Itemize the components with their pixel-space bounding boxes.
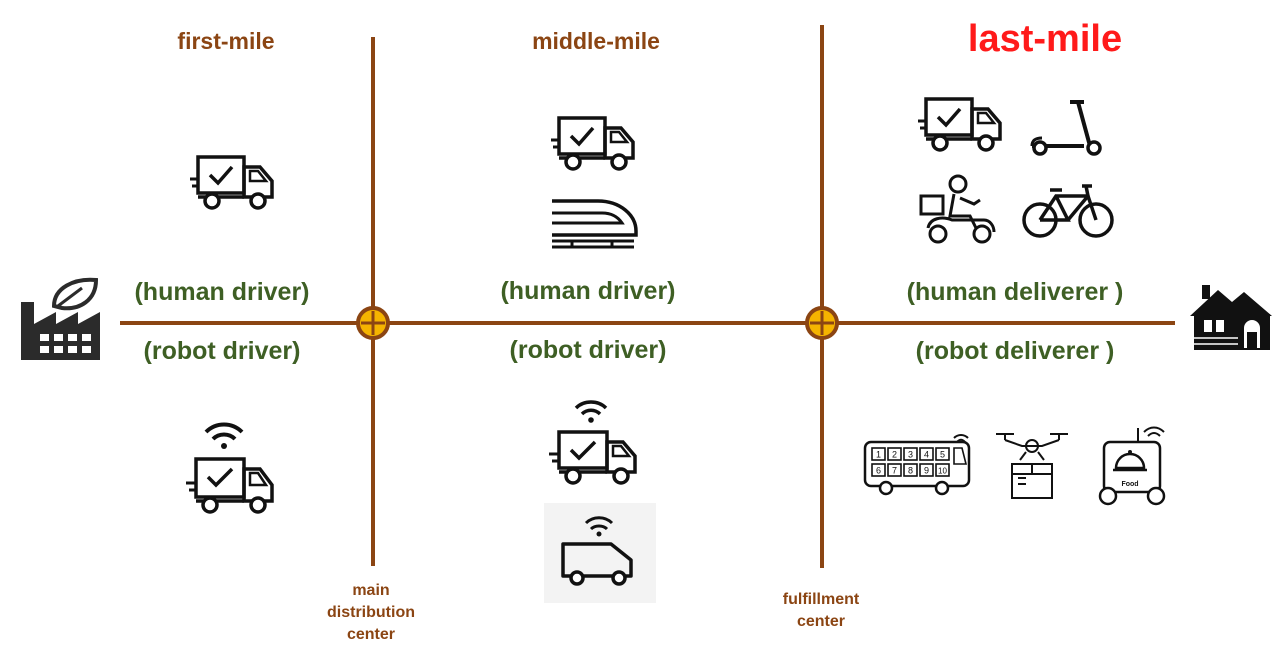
label-main-distribution-center: main distribution center [327, 582, 415, 643]
autonomous-truck-icon [549, 430, 637, 485]
locker-number: 4 [924, 450, 929, 460]
robot-label: Food [1121, 481, 1138, 488]
food-robot-icon: Food [1098, 426, 1166, 506]
scooter-icon [1030, 100, 1102, 156]
locker-number: 1 [876, 450, 881, 460]
role-last-human: (human deliverer ) [906, 278, 1124, 306]
locker-number: 10 [938, 467, 947, 476]
locker-bus-icon: 1 2 3 4 5 6 7 8 9 10 [863, 434, 971, 496]
node-fulfillment-center [805, 306, 839, 340]
locker-number: 9 [924, 466, 929, 476]
bicycle-icon [1022, 184, 1114, 238]
truck-icon [190, 155, 274, 210]
factory-icon [21, 277, 100, 360]
locker-number: 6 [876, 466, 881, 476]
train-icon [552, 199, 638, 249]
role-last-robot: (robot deliverer ) [915, 337, 1115, 365]
role-middle-human: (human driver) [500, 277, 676, 305]
role-middle-robot: (robot driver) [509, 336, 667, 364]
delivery-moped-icon [919, 174, 996, 244]
stage-title-middle-mile: middle-mile [532, 28, 660, 54]
locker-number: 3 [908, 450, 913, 460]
locker-number: 7 [892, 466, 897, 476]
role-first-human: (human driver) [134, 278, 310, 306]
node-main-distribution-center [356, 306, 390, 340]
label-fulfillment-center: fulfillment center [782, 591, 860, 630]
house-icon [1190, 285, 1272, 350]
locker-number: 2 [892, 450, 897, 460]
wifi-icon [584, 516, 614, 537]
locker-number: 8 [908, 466, 913, 476]
wifi-icon [204, 422, 244, 449]
stage-title-first-mile: first-mile [177, 28, 275, 54]
role-first-robot: (robot driver) [143, 337, 301, 365]
locker-number: 5 [940, 450, 945, 460]
autonomous-van-icon [561, 542, 633, 586]
truck-icon [551, 116, 635, 171]
drone-icon [996, 433, 1068, 499]
truck-icon [918, 97, 1002, 152]
autonomous-truck-icon [186, 457, 274, 514]
wifi-icon [574, 400, 608, 423]
stage-title-last-mile: last-mile [967, 18, 1123, 60]
